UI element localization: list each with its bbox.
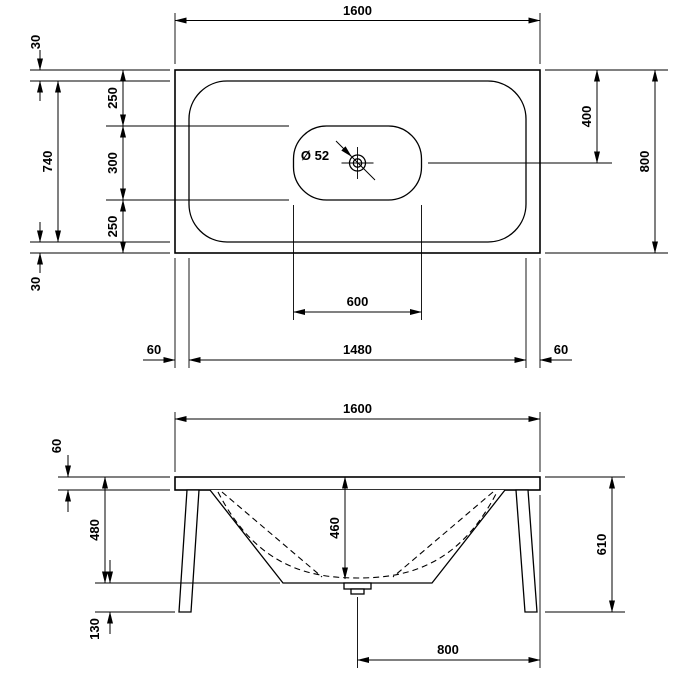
tub-shell-profile <box>209 489 506 584</box>
dim-plan-depth: 800 <box>637 69 658 254</box>
dim-front-interior-depth: 460 <box>327 476 348 580</box>
dim-label-floor-clearance: 130 <box>87 618 102 640</box>
dim-plan-width: 1600 <box>174 3 541 24</box>
dim-front-half-width: 800 <box>357 642 541 663</box>
front-view: 1600 60 480 130 460 610 <box>49 401 625 668</box>
dim-plan-rim-height: 740 <box>40 80 61 243</box>
tub-leg-right <box>515 489 538 613</box>
dim-front-rim-thickness: 60 <box>49 439 71 512</box>
tub-leg-left <box>178 489 200 613</box>
drain-leader-line <box>351 156 376 181</box>
tub-interior-curve-hidden <box>217 491 498 579</box>
drain-leader-arrow <box>335 140 352 157</box>
dim-plan-gap-bottom: 30 <box>28 222 43 291</box>
dim-plan-segments: 250 300 250 <box>105 69 126 254</box>
drain-trap-upper <box>343 582 372 590</box>
dim-label-body-height: 480 <box>87 519 102 541</box>
tub-interior-slant-right-hidden <box>392 491 494 578</box>
dim-plan-inner-width: 60 1480 60 <box>143 342 572 363</box>
dim-label-gap-top: 30 <box>28 35 43 49</box>
tub-rim-front <box>174 476 541 491</box>
dim-label-side-gap-right: 60 <box>554 342 568 357</box>
dim-label-interior-depth: 460 <box>327 517 342 539</box>
dim-label-drain-offset: 400 <box>579 106 594 128</box>
drain-trap-lower <box>350 588 365 595</box>
dim-label-rim-thickness: 60 <box>49 439 64 453</box>
tub-interior-slant-left-hidden <box>221 491 323 578</box>
dim-label-segment-middle: 300 <box>105 152 120 174</box>
dim-front-body-height: 480 <box>87 476 108 584</box>
dim-label-rim-height: 740 <box>40 151 55 173</box>
dim-label-basin-width: 600 <box>347 294 369 309</box>
dim-plan-basin-width: 600 <box>293 294 422 315</box>
dim-label-half-width: 800 <box>437 642 459 657</box>
dim-label-plan-depth: 800 <box>637 151 652 173</box>
dim-front-total-height: 610 <box>594 476 615 613</box>
dim-plan-drain-offset: 400 <box>579 69 600 164</box>
dim-label-front-width: 1600 <box>343 401 372 416</box>
dim-label-plan-width: 1600 <box>343 3 372 18</box>
dim-label-inner-width: 1480 <box>343 342 372 357</box>
dim-front-floor-clearance: 130 <box>87 560 113 640</box>
dim-label-segment-bottom: 250 <box>105 216 120 238</box>
dim-plan-gap-top: 30 <box>28 35 43 101</box>
dim-label-total-height: 610 <box>594 534 609 556</box>
dim-front-width: 1600 <box>174 401 541 422</box>
dim-label-side-gap-left: 60 <box>147 342 161 357</box>
drain: Ø 52 <box>301 140 376 181</box>
dim-label-segment-top: 250 <box>105 87 120 109</box>
plan-view: Ø 52 1600 <box>28 3 668 368</box>
dim-label-gap-bottom: 30 <box>28 277 43 291</box>
dim-label-drain-diameter: Ø 52 <box>301 148 329 163</box>
